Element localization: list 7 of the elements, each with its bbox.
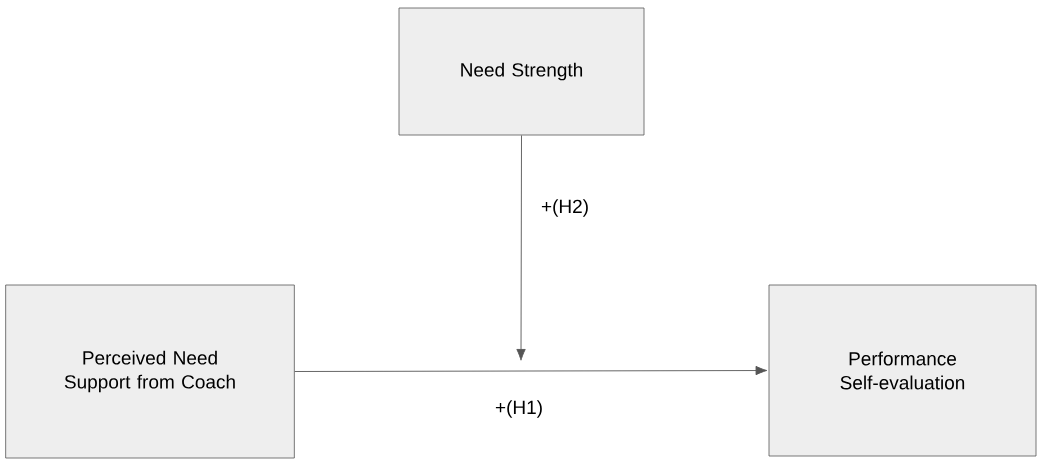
- concept-box: Performance Self-evaluation: [768, 284, 1037, 457]
- edge-label: +(H1): [494, 399, 544, 419]
- arrow: [294, 365, 768, 376]
- arrow: [516, 134, 526, 361]
- concept-box: Perceived Need Support from Coach: [5, 284, 295, 459]
- concept-box: Need Strength: [398, 7, 645, 136]
- edge-label: +(H2): [540, 198, 591, 218]
